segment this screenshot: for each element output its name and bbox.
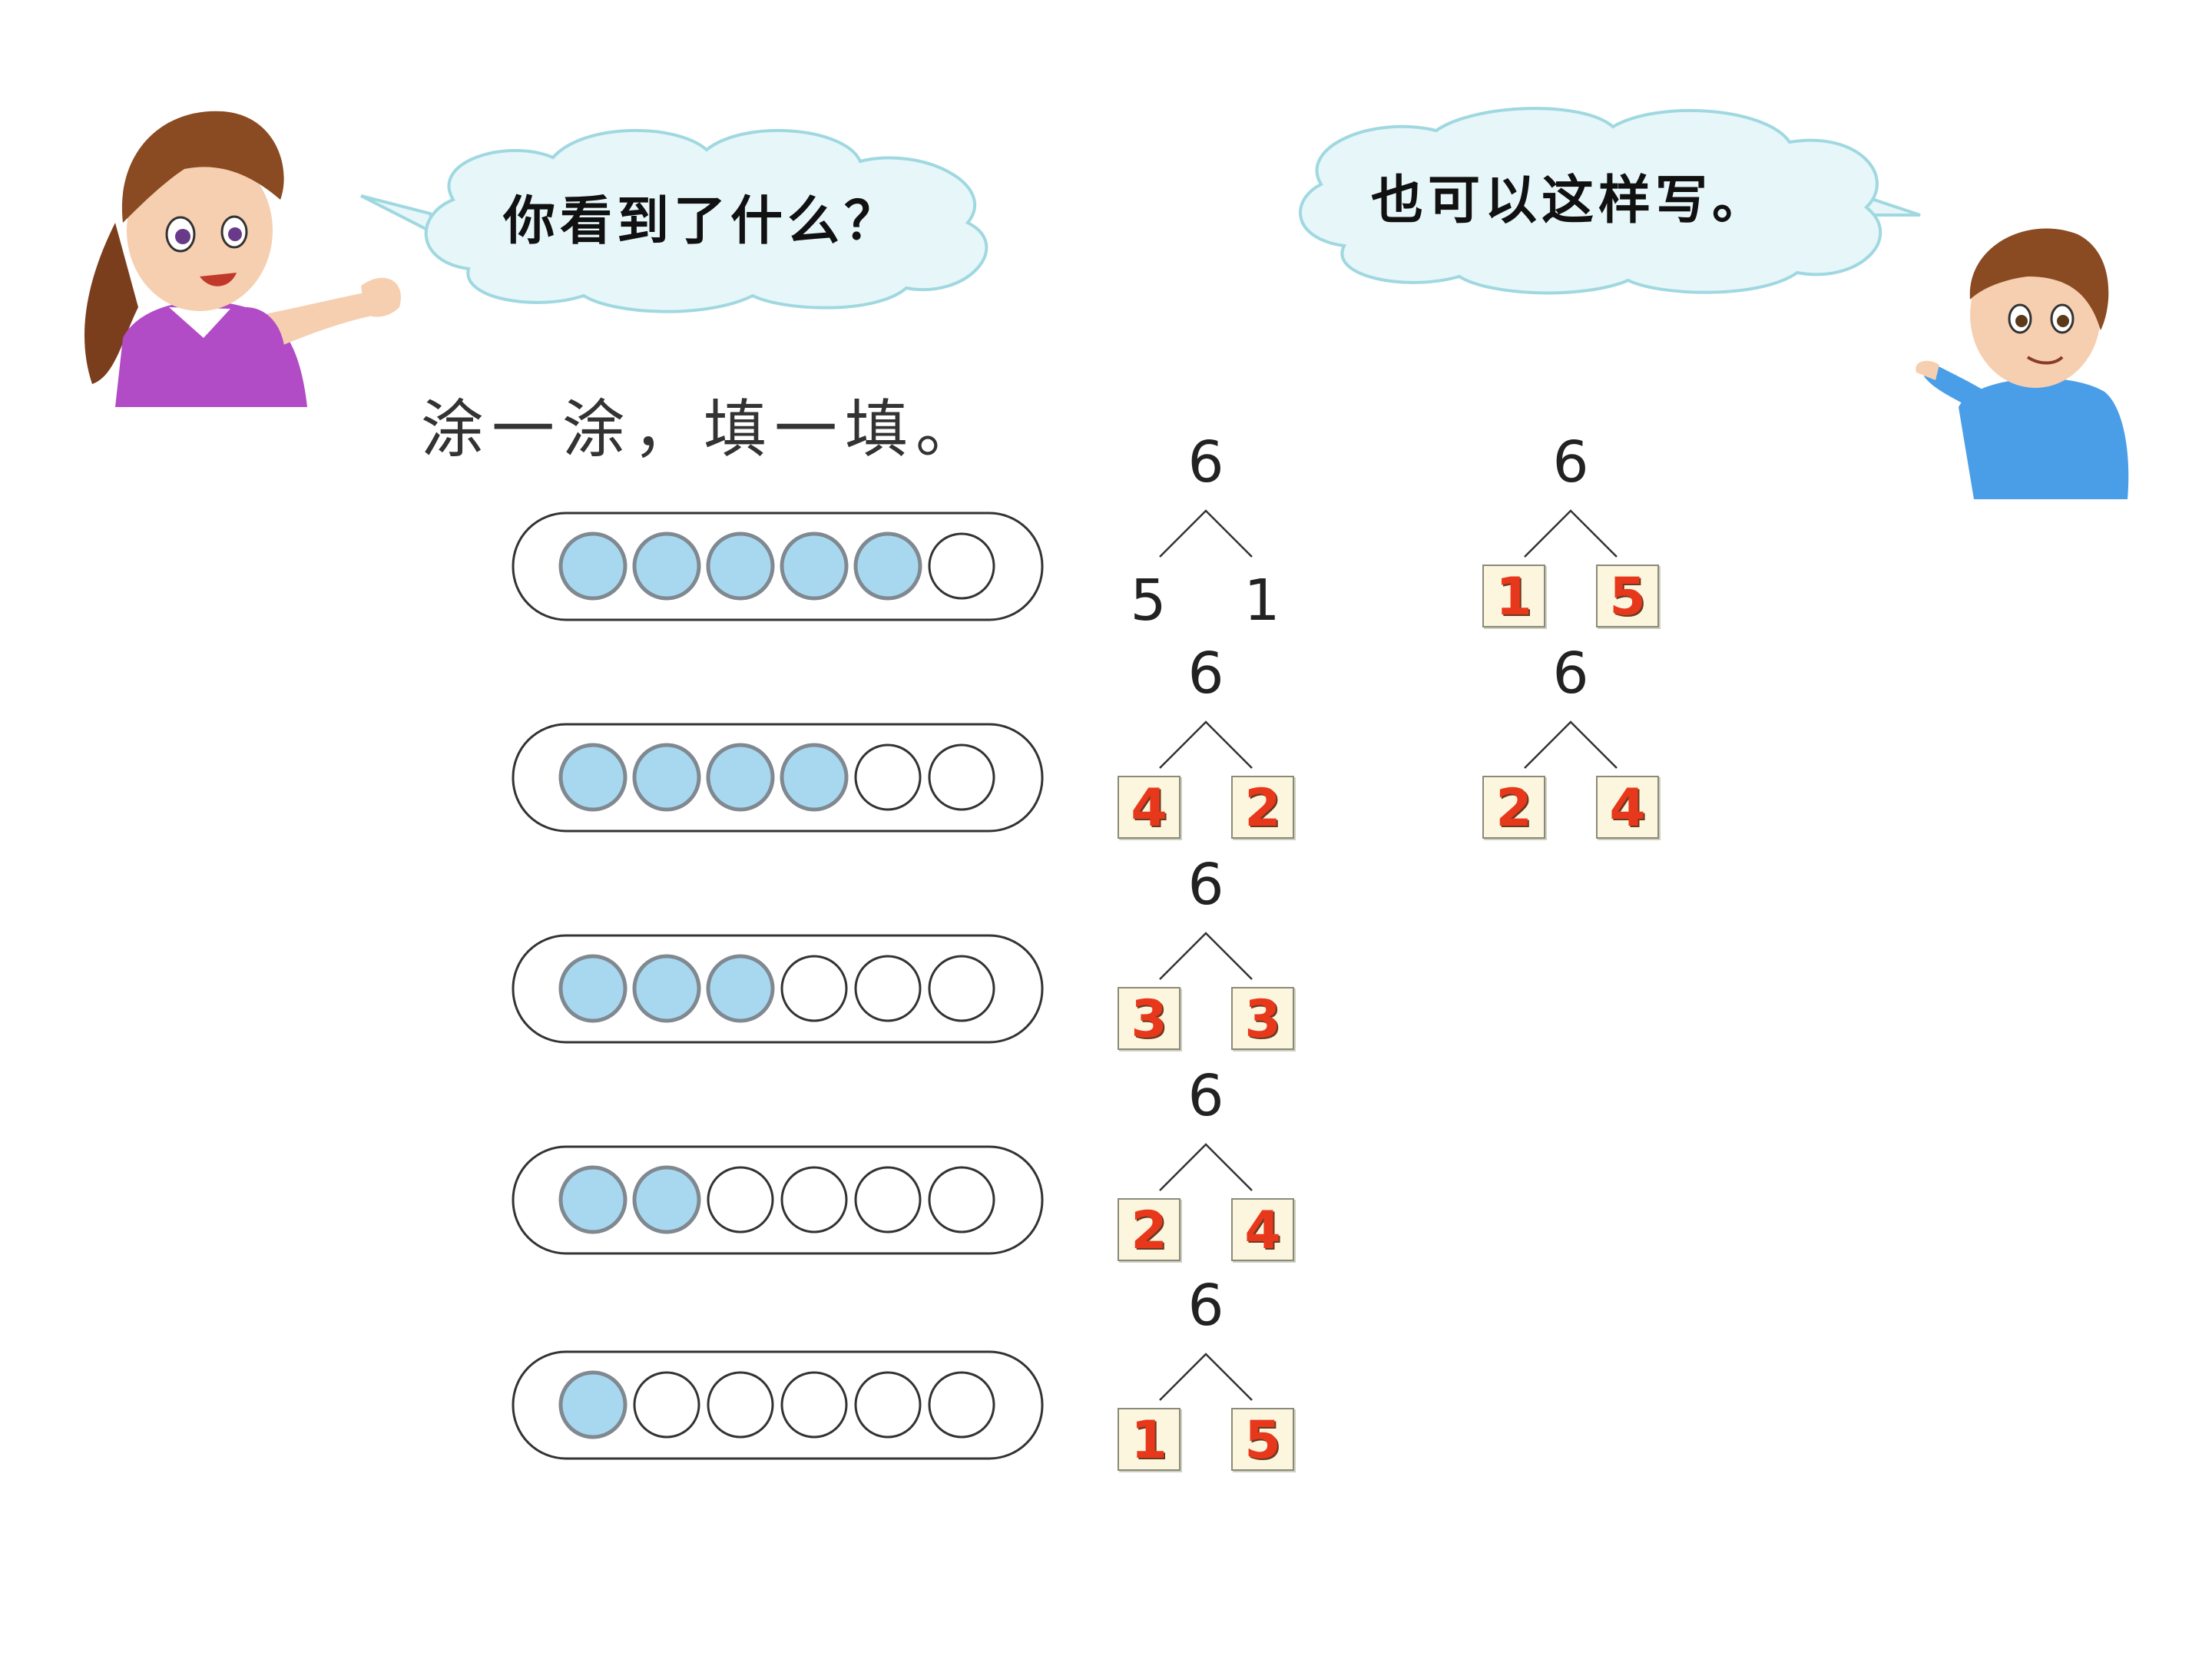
number-bond-right-answer-box[interactable]: 5: [1231, 1408, 1294, 1471]
alt-number-bond-total: 6: [1552, 641, 1589, 707]
empty-counter[interactable]: [854, 1166, 922, 1233]
number-bond-total: 6: [1187, 1273, 1224, 1339]
empty-counter[interactable]: [928, 532, 995, 600]
shaded-counter[interactable]: [780, 743, 849, 812]
empty-counter[interactable]: [633, 1371, 700, 1439]
number-bond-total: 6: [1187, 1063, 1224, 1129]
empty-counter[interactable]: [707, 1371, 774, 1439]
alt-number-bond-branches: [1524, 720, 1618, 769]
number-bond-right-answer-box[interactable]: 3: [1231, 987, 1294, 1050]
number-bond-right-part: 1: [1243, 568, 1280, 634]
teacher-speech-text: 你看到了什么？: [503, 190, 902, 252]
shaded-counter[interactable]: [632, 531, 701, 601]
number-bond-branches: [1159, 932, 1253, 980]
number-bond-left-part: 5: [1130, 568, 1167, 634]
number-bond-left-answer-box[interactable]: 2: [1118, 1198, 1181, 1261]
number-bond-branches: [1159, 720, 1253, 769]
boy-illustration: [1916, 228, 2129, 499]
empty-counter[interactable]: [780, 1371, 848, 1439]
shaded-counter[interactable]: [558, 531, 628, 601]
shaded-counter[interactable]: [706, 531, 775, 601]
shaded-counter[interactable]: [632, 743, 701, 812]
alt-number-bond-right-answer-box[interactable]: 5: [1596, 565, 1659, 628]
counter-tray: [512, 512, 1044, 621]
counter-tray: [512, 1350, 1044, 1460]
shaded-counter[interactable]: [558, 954, 628, 1023]
number-bond-total: 6: [1187, 852, 1224, 918]
shaded-counter[interactable]: [558, 743, 628, 812]
boy-speech-text: 也可以这样写。: [1371, 170, 1770, 231]
empty-counter[interactable]: [928, 955, 995, 1022]
teacher-speech-bubble: [360, 128, 988, 313]
number-bond-right-answer-box[interactable]: 2: [1231, 776, 1294, 839]
number-bond-left-answer-box[interactable]: 1: [1118, 1408, 1181, 1471]
boy-speech-bubble: [1299, 107, 1921, 295]
shaded-counter[interactable]: [632, 1165, 701, 1234]
instruction-text: 涂一涂，填一填。: [421, 393, 987, 466]
empty-counter[interactable]: [780, 955, 848, 1022]
alt-number-bond-left-answer-box[interactable]: 2: [1482, 776, 1545, 839]
number-bond-branches: [1159, 509, 1253, 558]
shaded-counter[interactable]: [780, 531, 849, 601]
alt-number-bond-right-answer-box[interactable]: 4: [1596, 776, 1659, 839]
empty-counter[interactable]: [854, 955, 922, 1022]
empty-counter[interactable]: [928, 1166, 995, 1233]
number-bond-total: 6: [1187, 429, 1224, 495]
empty-counter[interactable]: [854, 743, 922, 811]
number-bond-branches: [1159, 1353, 1253, 1401]
number-bond-total: 6: [1187, 641, 1224, 707]
alt-number-bond-branches: [1524, 509, 1618, 558]
shaded-counter[interactable]: [558, 1165, 628, 1234]
shaded-counter[interactable]: [706, 954, 775, 1023]
shaded-counter[interactable]: [558, 1370, 628, 1439]
alt-number-bond-total: 6: [1552, 429, 1589, 495]
counter-tray: [512, 1145, 1044, 1255]
empty-counter[interactable]: [854, 1371, 922, 1439]
shaded-counter[interactable]: [706, 743, 775, 812]
number-bond-branches: [1159, 1143, 1253, 1191]
number-bond-left-answer-box[interactable]: 3: [1118, 987, 1181, 1050]
counter-tray: [512, 723, 1044, 833]
counter-tray: [512, 934, 1044, 1044]
shaded-counter[interactable]: [632, 954, 701, 1023]
number-bond-right-answer-box[interactable]: 4: [1231, 1198, 1294, 1261]
teacher-illustration: [84, 111, 401, 407]
empty-counter[interactable]: [928, 743, 995, 811]
alt-number-bond-left-answer-box[interactable]: 1: [1482, 565, 1545, 628]
number-bond-left-answer-box[interactable]: 4: [1118, 776, 1181, 839]
shaded-counter[interactable]: [853, 531, 922, 601]
empty-counter[interactable]: [928, 1371, 995, 1439]
empty-counter[interactable]: [780, 1166, 848, 1233]
empty-counter[interactable]: [707, 1166, 774, 1233]
